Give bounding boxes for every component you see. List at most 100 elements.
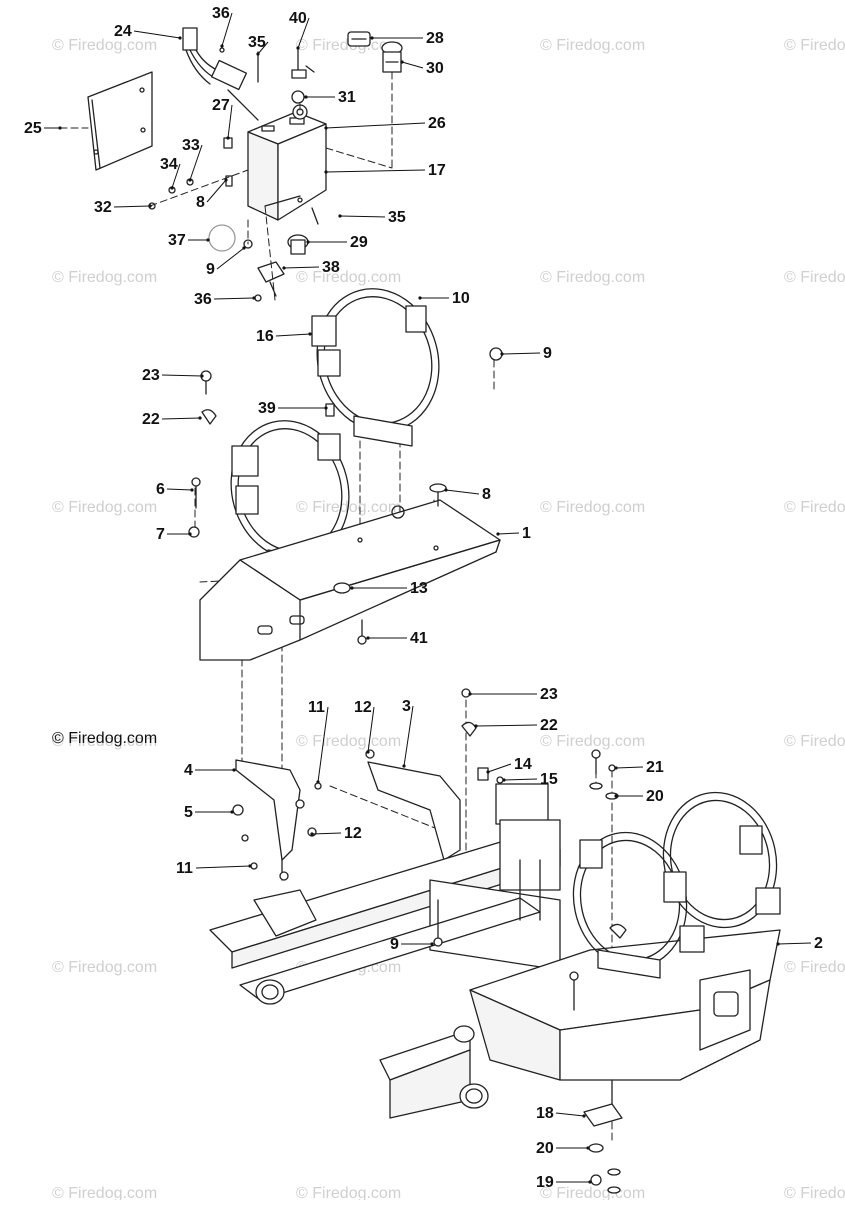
leader-dot	[188, 178, 192, 182]
callout-20: 20	[614, 788, 664, 805]
callout-label: 40	[289, 10, 307, 27]
callout-label: 23	[142, 367, 160, 384]
callout-20: 20	[536, 1140, 590, 1157]
leader-line	[275, 333, 311, 337]
callout-label: 38	[322, 259, 340, 276]
nut-part-31	[291, 90, 305, 104]
leader-dot	[178, 36, 182, 40]
callout-17: 17	[324, 162, 446, 179]
callout-7: 7	[156, 526, 192, 543]
watermark-text: © Firedog.com	[296, 733, 401, 750]
switch-part-29	[287, 234, 309, 255]
leader-line	[171, 163, 181, 189]
leader-dot	[776, 942, 780, 946]
callout-11: 11	[308, 699, 329, 784]
watermark-text: © Firedog.com	[52, 37, 157, 54]
callout-label: 16	[256, 328, 274, 345]
callout-9: 9	[500, 345, 552, 362]
callout-label: 8	[482, 486, 491, 503]
watermark-text: © Firedog.com	[296, 1185, 401, 1200]
callout-label: 20	[646, 788, 664, 805]
callout-label: 11	[308, 699, 325, 716]
leader-line	[339, 215, 386, 218]
callout-label: 34	[160, 156, 178, 173]
leader-line	[113, 205, 151, 208]
callout-16: 16	[256, 328, 312, 345]
callout-15: 15	[502, 771, 558, 788]
leader-line	[445, 489, 480, 495]
callout-label: 23	[540, 686, 558, 703]
callout-37: 37	[168, 232, 210, 249]
watermark-text: © Firedog.com	[540, 1185, 645, 1200]
main-frame-part	[209, 783, 781, 1119]
watermark-text: © Firedog.com	[296, 269, 401, 286]
leader-dot	[474, 724, 478, 728]
leader-dot	[486, 770, 490, 774]
leader-line	[403, 705, 414, 767]
leader-line	[615, 766, 644, 769]
callout-label: 6	[156, 481, 165, 498]
leader-line	[311, 832, 342, 835]
callout-label: 11	[176, 860, 193, 877]
leader-line	[475, 724, 538, 727]
callout-label: 22	[142, 411, 160, 428]
callout-label: 5	[184, 804, 193, 821]
callout-label: 15	[540, 771, 558, 788]
watermark-text: © Firedog.com	[540, 37, 645, 54]
callout-label: 18	[536, 1105, 554, 1122]
callout-label: 35	[388, 209, 406, 226]
callout-label: 9	[206, 261, 215, 278]
callout-11: 11	[176, 860, 252, 877]
callout-8: 8	[444, 486, 491, 503]
callout-14: 14	[486, 756, 532, 774]
leader-dot	[366, 750, 370, 754]
callout-label: 2	[814, 935, 823, 952]
leader-line	[166, 488, 193, 491]
leader-dot	[242, 246, 246, 250]
callout-label: 33	[182, 137, 200, 154]
leader-line	[325, 169, 426, 173]
callout-label: 37	[168, 232, 186, 249]
leader-line	[161, 417, 201, 420]
callout-label: 19	[536, 1174, 554, 1191]
leader-dot	[614, 794, 618, 798]
callout-22: 22	[474, 717, 558, 734]
callout-30: 30	[400, 60, 444, 77]
callout-label: 31	[338, 89, 356, 106]
callout-label: 29	[350, 234, 368, 251]
leader-dot	[256, 52, 260, 56]
leader-line	[401, 61, 424, 69]
leader-dot	[444, 488, 448, 492]
leader-line	[216, 247, 245, 270]
callout-12: 12	[354, 699, 375, 754]
leader-dot	[252, 296, 256, 300]
callout-label: 39	[258, 400, 276, 417]
callout-5: 5	[184, 804, 234, 821]
callout-10: 10	[418, 290, 470, 307]
leader-dot	[148, 204, 152, 208]
callout-label: 9	[390, 936, 399, 953]
side-plate-part	[87, 71, 153, 171]
leader-dot	[200, 374, 204, 378]
callout-39: 39	[258, 400, 328, 417]
callout-label: 14	[514, 756, 532, 773]
watermark-text: © Firedog.com	[540, 733, 645, 750]
leader-line	[221, 12, 233, 47]
watermark-text: © Firedog.com	[784, 959, 845, 976]
callout-label: 20	[536, 1140, 554, 1157]
callout-1: 1	[496, 525, 531, 542]
leader-dot	[350, 586, 354, 590]
leader-line	[555, 1112, 585, 1117]
callout-31: 31	[304, 89, 356, 106]
leader-line	[487, 763, 512, 773]
leader-line	[297, 17, 310, 49]
leader-dot	[582, 1114, 586, 1118]
wiring-harness-part	[182, 27, 259, 121]
callout-label: 30	[426, 60, 444, 77]
callout-label: 8	[196, 194, 205, 211]
callout-label: 12	[354, 699, 372, 716]
key-part	[291, 49, 315, 79]
leader-dot	[248, 864, 252, 868]
leader-dot	[496, 532, 500, 536]
